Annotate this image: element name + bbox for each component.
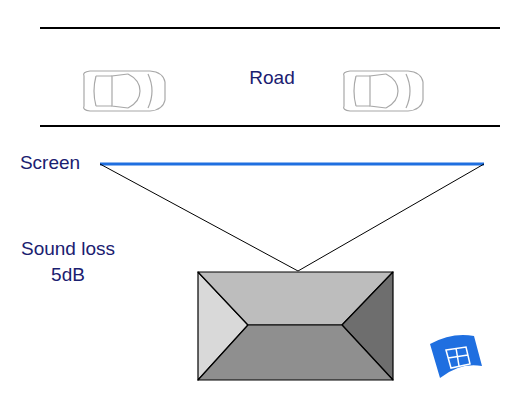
sound-loss-note: Sound loss 5dB bbox=[16, 236, 120, 288]
screen-label: Screen bbox=[20, 150, 80, 176]
sight-line bbox=[298, 164, 484, 271]
car-icon bbox=[84, 71, 165, 111]
car-icon bbox=[344, 71, 423, 111]
road-label: Road bbox=[249, 65, 294, 91]
road-edge bbox=[40, 27, 500, 29]
road-edge bbox=[40, 125, 500, 127]
sight-line bbox=[100, 164, 298, 271]
plan-logo bbox=[430, 335, 482, 378]
house-roof bbox=[198, 272, 393, 380]
noise-screen bbox=[100, 163, 484, 166]
